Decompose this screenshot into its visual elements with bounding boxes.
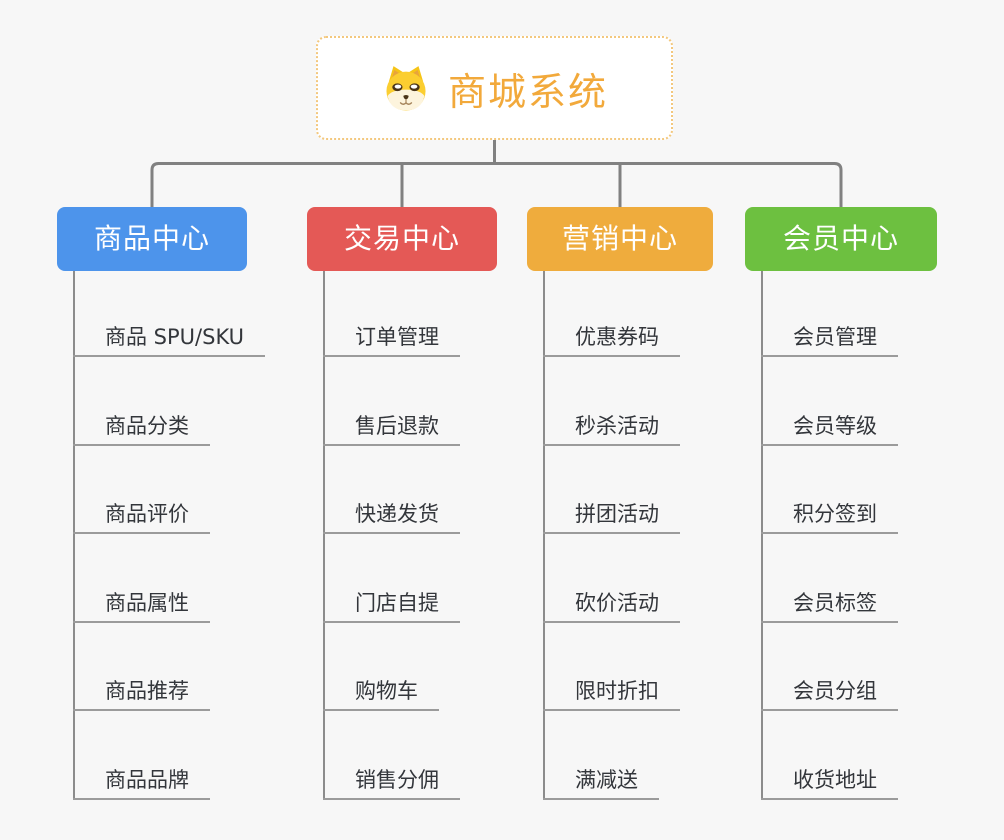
branch-node-1[interactable]: 交易中心	[307, 207, 497, 271]
sub-topic[interactable]: 商品品牌	[73, 768, 210, 800]
sub-topic[interactable]: 门店自提	[323, 591, 460, 623]
branch-trunk-line	[761, 271, 763, 800]
branch-node-3[interactable]: 会员中心	[745, 207, 937, 271]
sub-topic[interactable]: 商品评价	[73, 502, 210, 534]
sub-topic[interactable]: 售后退款	[323, 414, 460, 446]
sub-topic[interactable]: 会员等级	[761, 414, 898, 446]
sub-topic[interactable]: 销售分佣	[323, 768, 460, 800]
branch-connector-line	[150, 162, 843, 207]
sub-topic[interactable]: 快递发货	[323, 502, 460, 534]
branch-node-2[interactable]: 营销中心	[527, 207, 713, 271]
root-topic-title: 商城系统	[447, 69, 608, 114]
sub-topic[interactable]: 会员标签	[761, 591, 898, 623]
branch-node-0[interactable]: 商品中心	[57, 207, 247, 271]
root-topic[interactable]: 商城系统	[316, 36, 673, 140]
sub-topic[interactable]: 购物车	[323, 679, 439, 711]
sub-topic[interactable]: 会员分组	[761, 679, 898, 711]
sub-topic[interactable]: 限时折扣	[543, 679, 680, 711]
branch-trunk-line	[73, 271, 75, 800]
sub-topic[interactable]: 商品 SPU/SKU	[73, 325, 266, 357]
sub-topic[interactable]: 商品推荐	[73, 679, 210, 711]
sub-topic[interactable]: 订单管理	[323, 325, 460, 357]
sub-topic[interactable]: 优惠券码	[543, 325, 680, 357]
sub-topic[interactable]: 秒杀活动	[543, 414, 680, 446]
sub-topic[interactable]: 拼团活动	[543, 502, 680, 534]
branch-trunk-line	[323, 271, 325, 800]
sub-topic[interactable]: 积分签到	[761, 502, 898, 534]
dog-face-icon	[386, 66, 426, 111]
sub-topic[interactable]: 收货地址	[761, 768, 898, 800]
sub-topic[interactable]: 满减送	[543, 768, 659, 800]
sub-topic[interactable]: 商品分类	[73, 414, 210, 446]
branch-trunk-line	[543, 271, 545, 800]
sub-topic[interactable]: 会员管理	[761, 325, 898, 357]
sub-topic[interactable]: 商品属性	[73, 591, 210, 623]
sub-topic[interactable]: 砍价活动	[543, 591, 680, 623]
